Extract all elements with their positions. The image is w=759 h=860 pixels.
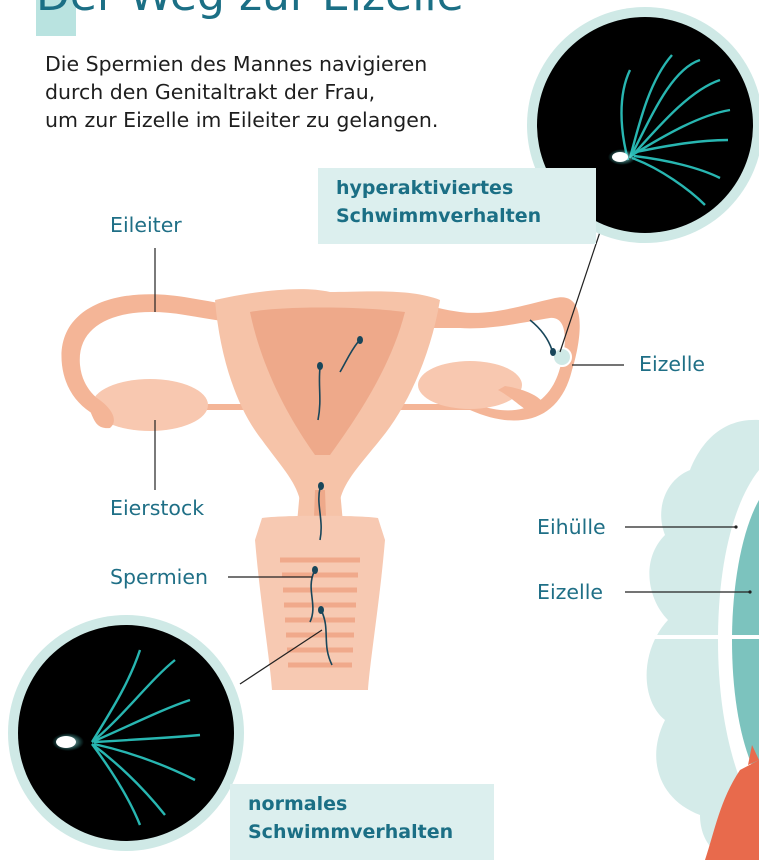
label-eileiter: Eileiter (110, 213, 182, 237)
label-eihuelle: Eihülle (537, 515, 606, 539)
eihuelle-pointer-dot (734, 525, 737, 528)
callout-normal-line1: normales (248, 790, 480, 818)
label-eizelle-tube: Eizelle (639, 352, 705, 376)
callout-normal: normales Schwimmverhalten (230, 784, 494, 860)
label-eizelle-detail: Eizelle (537, 580, 603, 604)
eizelle-pointer-dot (748, 590, 751, 593)
callout-normal-line2: Schwimmverhalten (248, 818, 480, 846)
normal-sperm-image (8, 615, 244, 851)
right-ovary (418, 361, 522, 409)
label-eierstock: Eierstock (110, 496, 204, 520)
callout-hyperactive-line2: Schwimmverhalten (336, 202, 582, 230)
egg-detail-illustration (625, 420, 759, 860)
normal-image-bg (18, 625, 234, 841)
callout-hyperactive-line1: hyperaktiviertes (336, 174, 582, 202)
label-spermien: Spermien (110, 565, 208, 589)
callout-hyperactive: hyperaktiviertes Schwimmverhalten (318, 168, 596, 244)
